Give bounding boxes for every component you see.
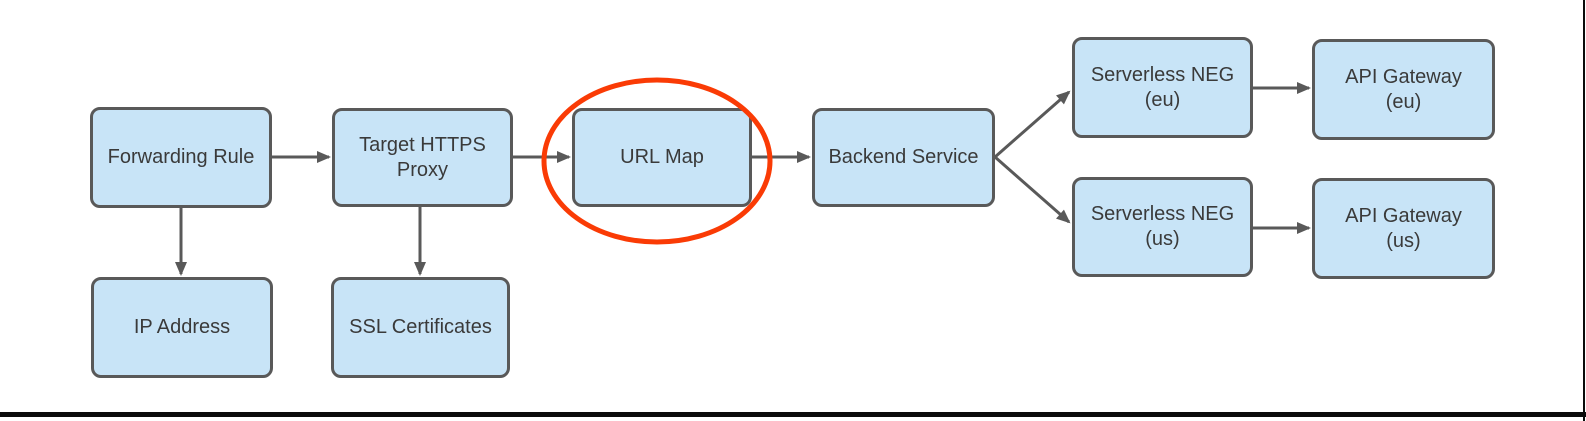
node-label-target-https-proxy: Target HTTPS Proxy bbox=[359, 133, 486, 181]
node-api-gateway-us: API Gateway (us) bbox=[1312, 178, 1495, 279]
node-label-serverless-neg-us: Serverless NEG (us) bbox=[1090, 203, 1235, 250]
node-label-api-gateway-us: API Gateway (us) bbox=[1345, 204, 1462, 252]
node-label-backend-service: Backend Service bbox=[828, 146, 979, 168]
edge-backend-service-to-serverless-neg-us bbox=[994, 155, 1071, 224]
node-backend-service: Backend Service bbox=[812, 108, 995, 207]
page-border-bottom bbox=[0, 412, 1586, 417]
node-label-ssl-certificates: SSL Certificates bbox=[349, 316, 492, 338]
page-border-right bbox=[1583, 0, 1585, 421]
node-serverless-neg-us: Serverless NEG (us) bbox=[1072, 177, 1253, 277]
node-label-ip-address: IP Address bbox=[133, 316, 231, 338]
node-label-forwarding-rule: Forwarding Rule bbox=[107, 146, 255, 168]
node-url-map: URL Map bbox=[572, 108, 752, 207]
node-api-gateway-eu: API Gateway (eu) bbox=[1312, 39, 1495, 140]
node-label-serverless-neg-eu: Serverless NEG (eu) bbox=[1090, 63, 1235, 111]
node-ssl-certificates: SSL Certificates bbox=[331, 277, 510, 378]
node-serverless-neg-eu: Serverless NEG (eu) bbox=[1072, 37, 1253, 138]
node-ip-address: IP Address bbox=[91, 277, 273, 378]
node-target-https-proxy: Target HTTPS Proxy bbox=[332, 108, 513, 207]
node-forwarding-rule: Forwarding Rule bbox=[90, 107, 272, 208]
node-label-url-map: URL Map bbox=[620, 146, 704, 168]
node-label-api-gateway-eu: API Gateway (eu) bbox=[1345, 65, 1462, 113]
edge-backend-service-to-serverless-neg-eu bbox=[994, 90, 1071, 159]
